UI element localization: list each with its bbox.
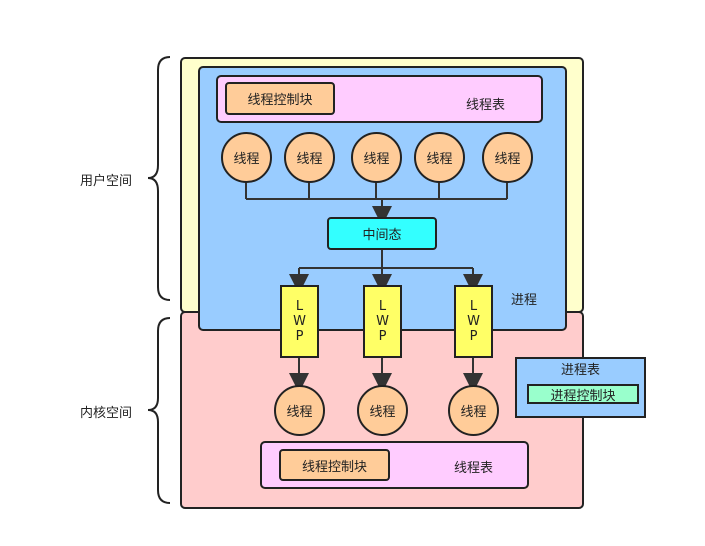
kernel-thread-table-label: 线程表 [454, 461, 494, 476]
user-thread-1: 线程 [221, 132, 272, 183]
process-table-label: 进程表 [560, 363, 600, 378]
lwp-2-w: W [376, 314, 389, 329]
kernel-thread-connectors [289, 358, 483, 393]
process-control-block: 进程控制块 [527, 384, 639, 404]
user-thread-control-block: 线程控制块 [225, 82, 335, 115]
lwp-2-l: L [378, 299, 387, 314]
user-thread-table-label: 线程表 [466, 98, 506, 113]
lwp-3: L W P [454, 285, 493, 358]
user-thread-4: 线程 [414, 132, 465, 183]
thread-connectors [245, 182, 508, 226]
lwp-1-l: L [295, 299, 304, 314]
user-thread-2: 线程 [284, 132, 335, 183]
process-label: 进程 [511, 293, 538, 308]
lwp-3-l: L [469, 299, 478, 314]
kernel-space-label: 内核空间 [80, 406, 133, 421]
kernel-thread-3: 线程 [448, 385, 499, 436]
lwp-connectors [289, 250, 483, 294]
user-space-brace [147, 56, 171, 301]
kernel-space-brace [147, 317, 171, 504]
lwp-3-p: P [469, 329, 478, 344]
lwp-1: L W P [280, 285, 319, 358]
lwp-2-p: P [378, 329, 387, 344]
kernel-thread-1: 线程 [274, 385, 325, 436]
user-thread-5: 线程 [482, 132, 533, 183]
kernel-thread-2: 线程 [357, 385, 408, 436]
intermediate-state: 中间态 [327, 217, 437, 250]
lwp-2: L W P [363, 285, 402, 358]
lwp-3-w: W [467, 314, 480, 329]
lwp-1-w: W [293, 314, 306, 329]
lwp-1-p: P [295, 329, 304, 344]
user-space-label: 用户空间 [80, 174, 133, 189]
user-thread-3: 线程 [351, 132, 402, 183]
kernel-thread-control-block: 线程控制块 [279, 449, 390, 481]
